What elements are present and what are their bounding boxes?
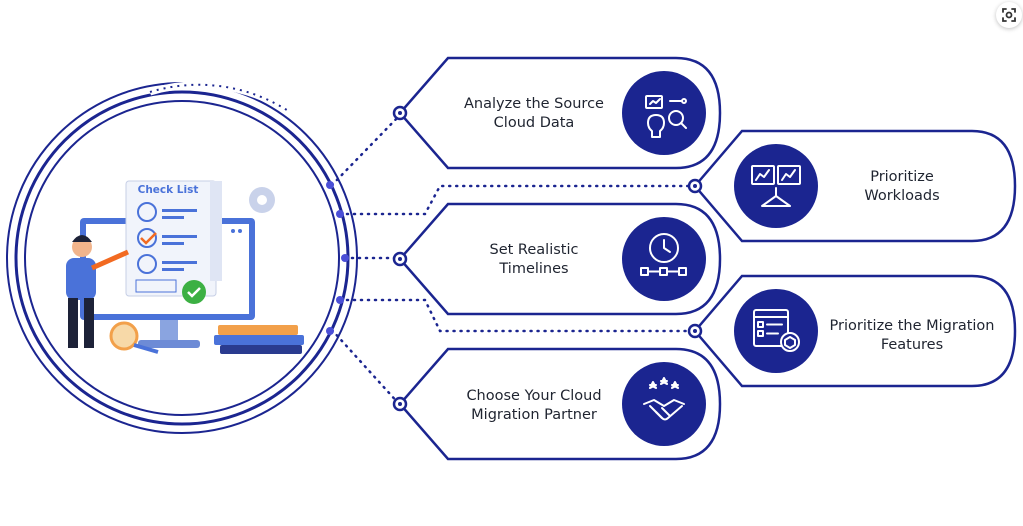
step-card-features bbox=[687, 274, 1017, 388]
step-card-partner bbox=[392, 347, 722, 461]
step-label-partner: Choose Your Cloud Migration Partner bbox=[440, 387, 628, 425]
step-label-line: Analyze the Source bbox=[464, 96, 604, 112]
step-label-line: Cloud Data bbox=[493, 115, 575, 131]
handshake-stars-icon bbox=[643, 377, 685, 421]
icon-badge bbox=[622, 71, 706, 155]
step-label-line: Prioritize the Migration bbox=[829, 318, 995, 334]
gear-icon bbox=[249, 187, 275, 213]
person-figure bbox=[66, 235, 130, 348]
books bbox=[214, 325, 304, 354]
step-label-line: Timelines bbox=[499, 261, 569, 277]
checklist-title: Check List bbox=[138, 184, 199, 196]
step-label-analyze: Analyze the Source Cloud Data bbox=[440, 95, 628, 133]
step-label-line: Migration Partner bbox=[471, 407, 597, 423]
connectors bbox=[330, 113, 697, 407]
checklist-illustration bbox=[66, 180, 304, 354]
clock-timeline-icon bbox=[640, 233, 687, 276]
step-card-timelines bbox=[392, 202, 722, 316]
step-card-analyze bbox=[392, 56, 722, 170]
step-label-line: Workloads bbox=[864, 188, 940, 204]
icon-badge bbox=[622, 217, 706, 301]
step-label-line: Set Realistic bbox=[489, 242, 579, 258]
step-label-line: Prioritize bbox=[870, 169, 934, 185]
step-label-workloads: Prioritize Workloads bbox=[812, 168, 992, 206]
magnifier-icon bbox=[109, 321, 159, 354]
ring-nodes bbox=[326, 181, 349, 335]
monitor-dashboard-icon bbox=[751, 165, 801, 207]
step-label-timelines: Set Realistic Timelines bbox=[440, 241, 628, 279]
icon-badge bbox=[734, 289, 818, 373]
step-label-line: Choose Your Cloud bbox=[466, 388, 602, 404]
scan-icon bbox=[1002, 8, 1016, 22]
checklist-box-icon bbox=[753, 309, 800, 352]
step-label-line: Features bbox=[880, 337, 944, 353]
icon-badge bbox=[622, 362, 706, 446]
visual-search-button[interactable] bbox=[996, 2, 1022, 28]
step-label-features: Prioritize the Migration Features bbox=[812, 317, 1012, 355]
data-analysis-icon bbox=[645, 95, 687, 138]
icon-badge bbox=[734, 144, 818, 228]
